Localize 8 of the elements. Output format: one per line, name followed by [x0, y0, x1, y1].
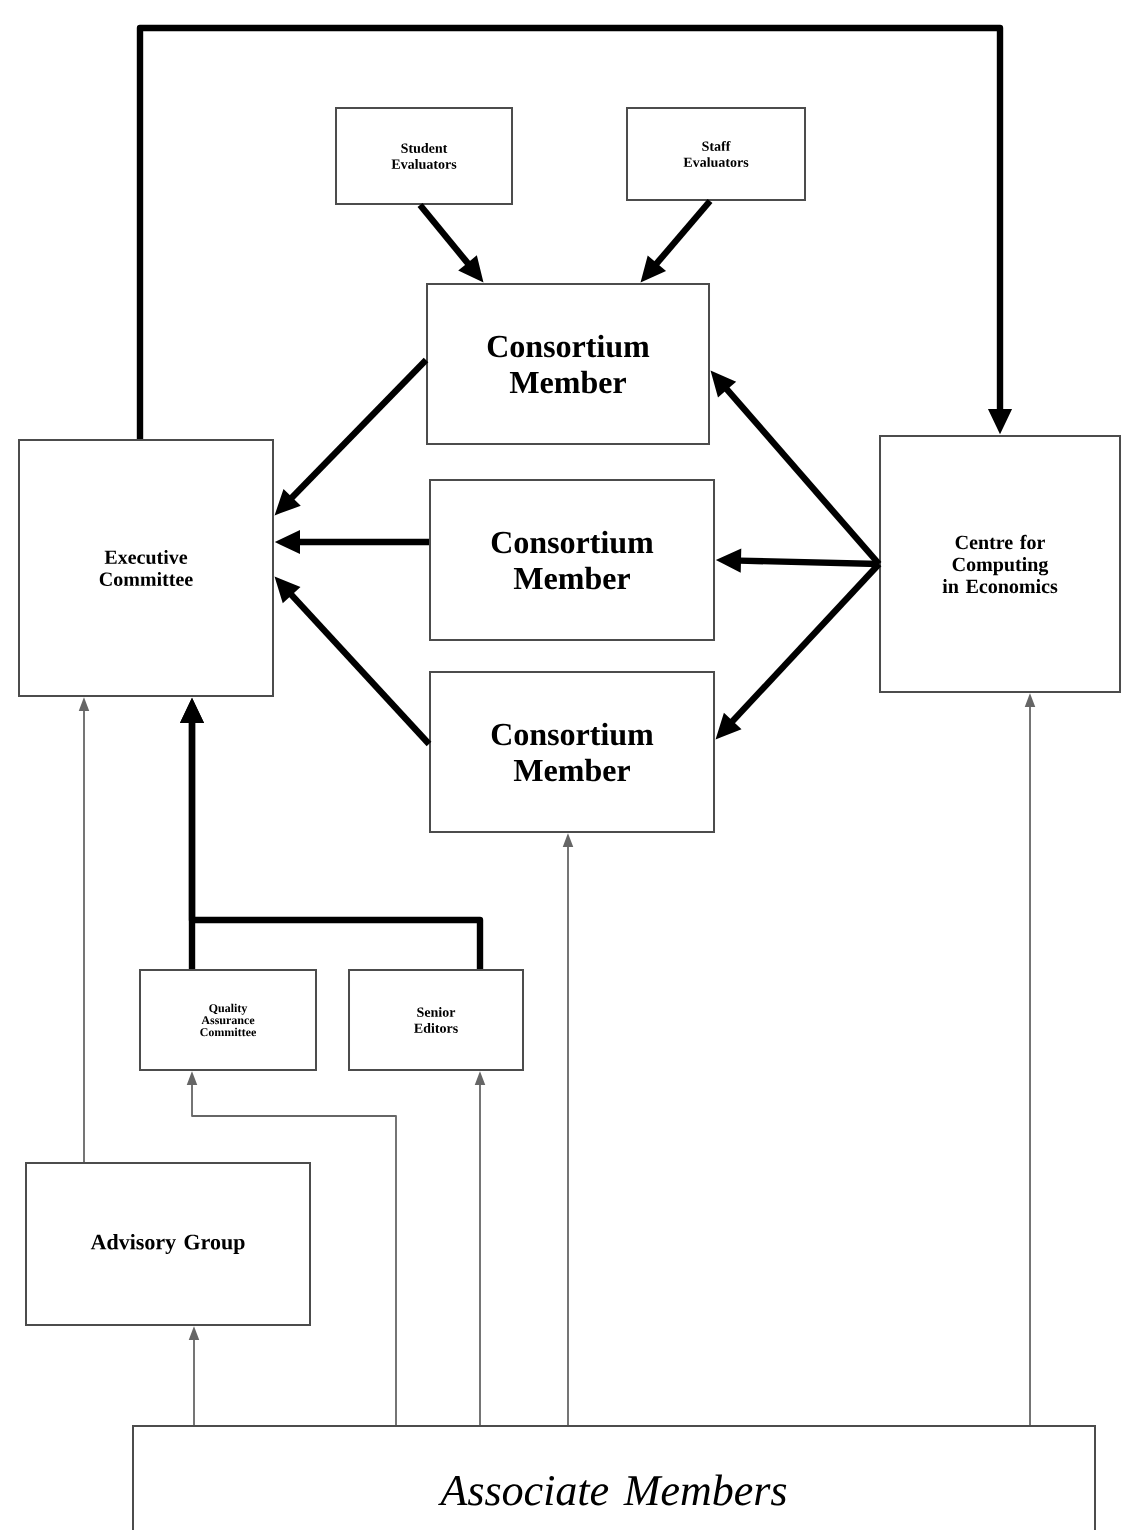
committee-box: Executive Committee — [18, 439, 274, 697]
member-box: Consortium Member — [426, 283, 710, 445]
group-box: Advisory Group — [25, 1162, 311, 1326]
members-box: Associate Members — [132, 1425, 1096, 1530]
centre-box: Centre for Computing in Economics — [879, 435, 1121, 693]
arrow — [136, 24, 1013, 439]
member-box: Consortium Member — [429, 671, 715, 833]
member-box: Consortium Member — [429, 479, 715, 641]
